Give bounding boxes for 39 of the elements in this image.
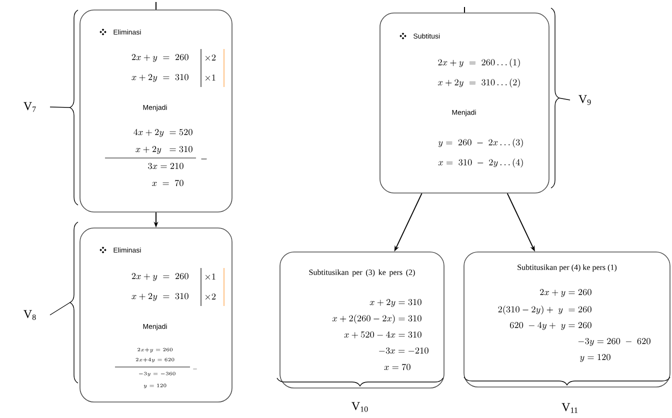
equation: $4x + 2y \;= 520$ [134,128,192,137]
equation: $x + 2y \;\;= 310$ [136,146,192,154]
equation: $x + 2y \;=\; 310$ [132,74,188,82]
equation: $2x{+}4y = 620$ [136,358,174,362]
equation: $3x = 210$ [148,162,184,170]
brace-label: V$_{11}$ [562,403,578,413]
multiplier: $\times 2$ [206,294,216,300]
equation: $x + 2y \;=\; 310$ [132,293,188,301]
equation: $2x{+}y = 260$ [138,348,172,352]
minus-sign: $-$ [201,158,207,160]
equation: $x = \;310\; - \;2y \ldots(4)$ [438,158,523,168]
heading: Subtitusikan per (4) ke pers (1) [518,264,617,272]
brace-label: V$_{10}$ [352,402,368,412]
equation: $-3y = -360$ [139,372,176,376]
heading: Subtitusikan per (3) ke pers (2) [309,269,415,277]
equation: $x + 520 - 4x = 310$ [344,331,422,338]
equation: $620 \;- 4y + \;y = 260$ [510,322,592,330]
brace-label: V$_{7}$ [24,102,36,112]
equation: $x = 70$ [384,364,410,370]
equation: $x \;=\; 70$ [152,180,184,186]
equation: $x + 2y \;=\; 310 \ldots(2)$ [438,78,520,88]
brace-label: V$_{8}$ [24,310,36,320]
equation: $2(310 - 2y) + \;y\; = 260$ [498,306,592,314]
equation: $2x + y = 260$ [540,289,592,297]
equation: $-3x = -210$ [379,348,428,354]
multiplier: $\times 2$ [206,54,216,60]
equation: $2x + y \;=\; 260$ [132,273,188,281]
equation: $y = 120$ [144,384,166,388]
equation: $-3y = 260 \;-\; 620$ [578,338,650,346]
equation: $x + 2(260 - 2x) = 310$ [332,314,422,324]
brace-label: V$_{9}$ [578,95,591,105]
equation: $y = 120$ [580,354,610,362]
minus-sign: $-$ [193,368,197,370]
equation: $2x + y \;=\; 260$ [132,54,188,62]
equation: $x + 2y = 310$ [370,299,422,307]
multiplier: $\times 1$ [206,274,216,280]
equation: $2x + y \;=\; 260 \ldots(1)$ [438,58,520,68]
equation: $y = \;260\; - \;2x \ldots(3)$ [438,138,523,148]
multiplier: $\times 1$ [206,74,216,80]
